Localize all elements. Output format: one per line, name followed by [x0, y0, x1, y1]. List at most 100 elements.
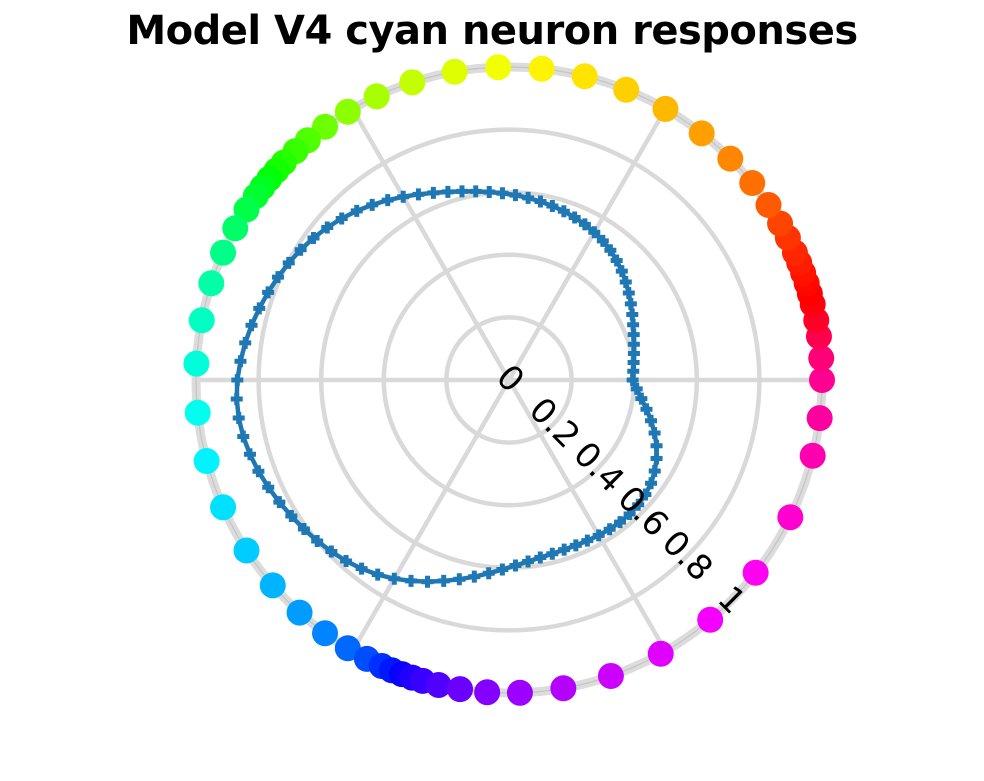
hue-dot: [550, 675, 577, 702]
tuning-curve-marker: [243, 448, 256, 461]
tuning-curve-marker: [335, 212, 348, 225]
tuning-curve-marker: [381, 194, 394, 207]
hue-dot: [799, 442, 826, 469]
radial-tick-labels: 00.20.40.60.81: [488, 357, 753, 622]
grid-spoke-300: [507, 378, 668, 653]
hue-dot: [742, 559, 769, 586]
tuning-curve-marker: [496, 187, 509, 200]
radial-tick-label: 0: [488, 357, 532, 401]
tuning-curve-marker: [522, 191, 535, 204]
tuning-curve-marker: [239, 336, 252, 349]
hue-dot: [506, 679, 533, 706]
tuning-curve-marker: [568, 211, 581, 224]
tuning-curve-marker: [437, 574, 450, 587]
hue-dot: [474, 679, 501, 706]
tuning-curve-marker: [311, 534, 324, 547]
hue-dot: [767, 210, 794, 237]
tuning-curve-marker: [245, 319, 258, 332]
tuning-curve-marker: [603, 523, 616, 536]
tuning-curve-marker: [285, 510, 298, 523]
tuning-curve-marker: [366, 198, 379, 211]
tuning-curve-marker: [231, 374, 244, 386]
hue-dot: [697, 606, 724, 633]
tuning-curve-marker: [321, 221, 334, 234]
tuning-curve-marker: [468, 570, 481, 583]
tuning-curve-marker: [388, 572, 401, 585]
tuning-curve-marker: [455, 185, 468, 198]
tuning-curve-marker: [613, 516, 626, 529]
tuning-curve-marker: [592, 529, 605, 542]
hue-dot: [528, 55, 555, 82]
tuning-curve-marker: [509, 559, 522, 572]
tuning-curve-marker: [534, 551, 547, 564]
hue-dot: [210, 494, 237, 521]
tuning-curve-marker: [421, 575, 434, 588]
hue-dot: [259, 572, 286, 599]
tuning-curve-marker: [558, 543, 571, 556]
radial-tick-label: 0.6: [610, 478, 677, 545]
hue-dot: [809, 367, 835, 393]
tuning-curve-marker: [325, 545, 338, 558]
tuning-curve-marker: [546, 199, 559, 212]
tuning-curve-marker: [496, 563, 509, 576]
hue-dot: [210, 239, 237, 266]
tuning-curve-marker: [273, 496, 286, 509]
tuning-curve-marker: [569, 539, 582, 552]
tuning-curve-marker: [645, 414, 658, 427]
tuning-curve-marker: [645, 477, 658, 490]
tuning-curve-marker: [522, 555, 535, 568]
tuning-curve-marker: [557, 205, 570, 218]
tuning-curve-marker: [650, 439, 663, 452]
hue-dot: [193, 448, 220, 475]
tuning-curve-marker: [397, 190, 410, 203]
tuning-curve-marker: [232, 411, 245, 424]
tuning-curve-marker: [253, 302, 266, 315]
tuning-curve-marker: [610, 254, 623, 267]
tuning-curve-marker: [635, 392, 648, 405]
tuning-curve-marker: [640, 403, 653, 416]
hue-dot: [755, 191, 782, 218]
tuning-curve-marker: [623, 507, 636, 520]
grid-spoke-60: [507, 107, 668, 382]
tuning-curve-marker: [262, 286, 275, 299]
hue-dot: [222, 215, 249, 242]
tuning-curve-marker: [619, 276, 632, 289]
hue-dot: [363, 83, 390, 110]
tuning-curve-marker: [624, 297, 637, 310]
tuning-curve-marker: [234, 355, 247, 368]
tuning-curve-marker: [482, 567, 495, 580]
hue-dot: [571, 63, 598, 90]
hue-dot: [198, 270, 225, 297]
tuning-curve-marker: [441, 185, 454, 198]
tuning-curve-marker: [581, 534, 594, 547]
tuning-curve-marker: [252, 465, 265, 478]
hue-dot: [652, 95, 679, 122]
tuning-curve-marker: [632, 498, 645, 511]
hue-dot: [334, 98, 361, 125]
tuning-curve-marker: [509, 189, 522, 202]
tuning-curve-marker: [230, 393, 243, 406]
hue-dot: [286, 599, 313, 626]
tuning-curve-marker: [596, 234, 609, 247]
grid-circle-r0.8: [256, 127, 762, 633]
tuning-curve-marker: [282, 256, 295, 269]
grid-circle-r0.2: [444, 315, 574, 445]
tuning-curve-marker: [626, 308, 639, 321]
hue-dot: [688, 120, 715, 147]
tuning-curve-marker: [453, 573, 466, 586]
grid-spoke-240: [350, 378, 511, 653]
tuning-curve-marker: [427, 186, 440, 199]
hue-dot: [806, 405, 833, 432]
tuning-curve-marker: [604, 244, 617, 257]
tuning-curve-marker: [627, 318, 640, 331]
hue-dot: [597, 662, 624, 689]
tuning-curve-marker: [412, 188, 425, 201]
tuning-curve-marker: [534, 195, 547, 208]
tuning-curve-marker: [307, 231, 320, 244]
tuning-curve-marker: [355, 562, 368, 575]
tuning-curve-marker: [405, 574, 418, 587]
hue-dot: [312, 620, 339, 647]
hue-dot: [613, 76, 640, 103]
tuning-curve-marker: [262, 481, 275, 494]
